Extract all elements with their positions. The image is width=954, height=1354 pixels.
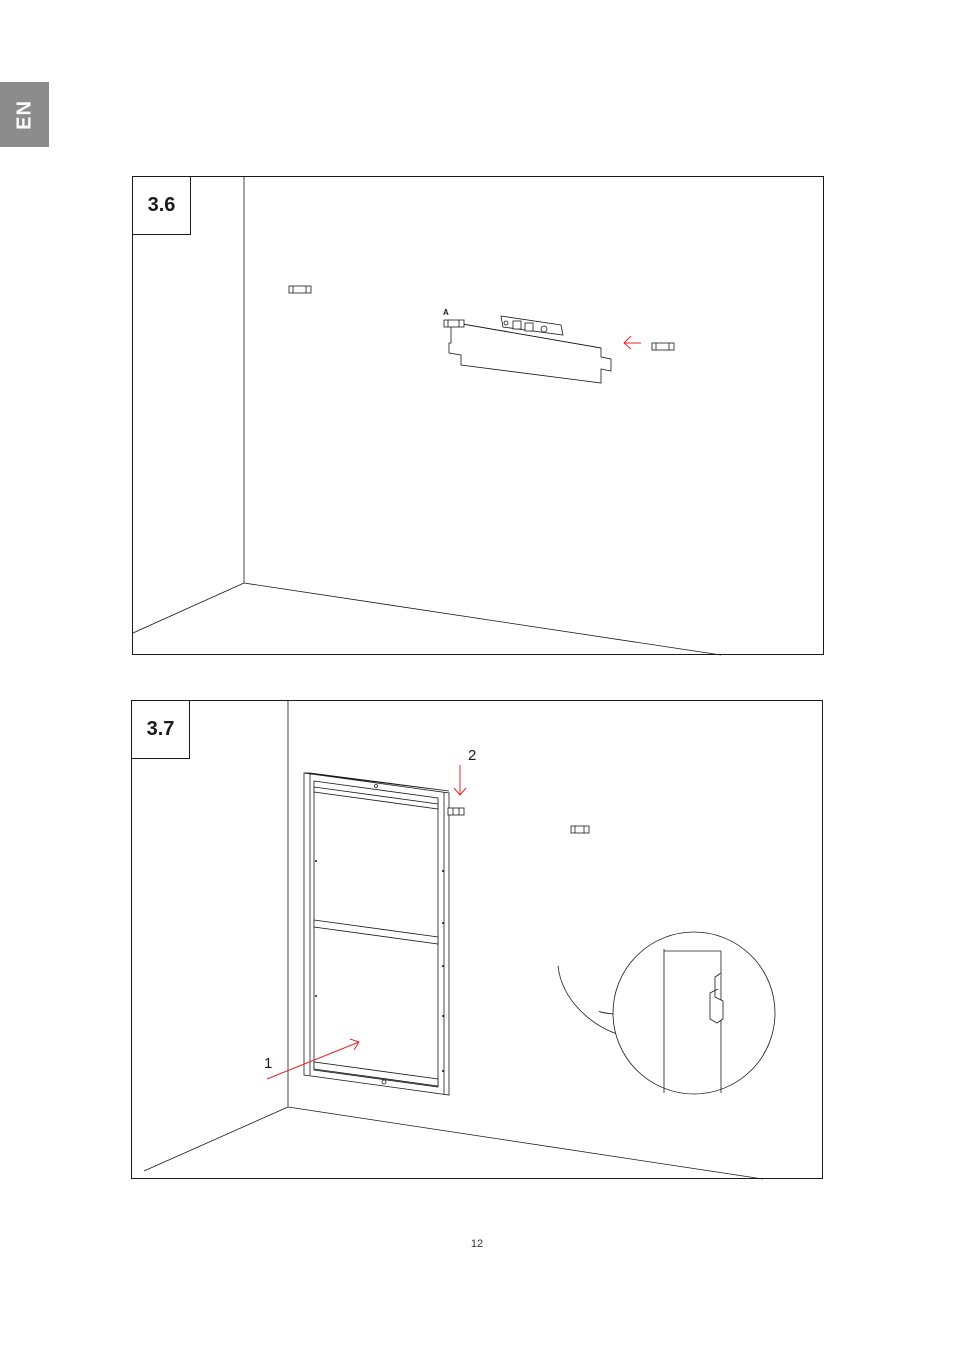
step-number-3-7: 3.7 <box>132 701 190 759</box>
step-number-3-6: 3.6 <box>133 177 191 235</box>
step-label: 3.7 <box>147 718 175 741</box>
language-tab-label: EN <box>13 100 36 130</box>
wall-bracket-frame <box>448 808 464 815</box>
step-3-7-illustration <box>132 701 824 1180</box>
step-3-6-illustration <box>133 177 825 656</box>
rail-bracket-a <box>444 320 464 327</box>
detail-callout <box>558 932 775 1094</box>
page-number: 12 <box>0 1238 954 1250</box>
wall-bracket-right <box>571 826 589 833</box>
down-arrow-icon <box>454 765 466 795</box>
step-3-6-panel: 3.6 A <box>132 176 824 655</box>
wall-bracket-left <box>289 286 311 293</box>
step-3-7-panel: 3.7 1 2 <box>131 700 823 1179</box>
wall-bracket-right <box>652 343 674 350</box>
callout-number-1: 1 <box>264 1055 272 1072</box>
step-label: 3.6 <box>148 194 176 217</box>
cabinet-frame <box>304 773 449 1095</box>
language-tab: EN <box>0 82 49 147</box>
insert-arrow-icon <box>624 336 641 349</box>
part-label-a: A <box>443 308 449 317</box>
callout-number-2: 2 <box>468 747 476 764</box>
